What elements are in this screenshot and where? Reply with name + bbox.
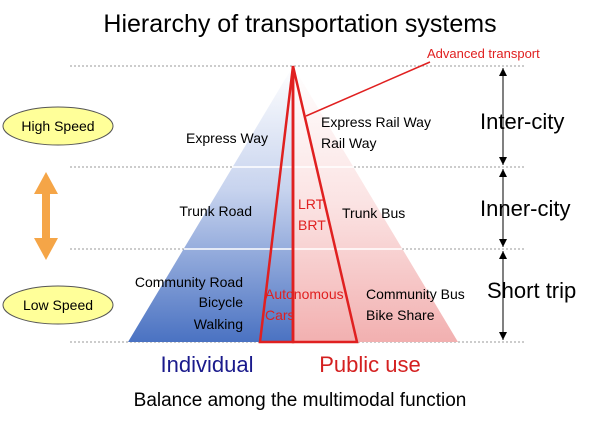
autonomous-label: Autonomous [265, 286, 344, 302]
walking-label: Walking [194, 316, 243, 332]
express-way-label: Express Way [186, 130, 268, 146]
inter-city-label: Inter-city [480, 109, 564, 134]
community-road-label: Community Road [135, 274, 243, 290]
bike-share-label: Bike Share [366, 307, 435, 323]
high-speed-bubble [2, 106, 114, 146]
cars-label: Cars [265, 307, 295, 323]
public-use-category-label: Public use [319, 352, 421, 377]
trunk-road-label: Trunk Road [179, 203, 252, 219]
tier-bracket-inter-city [499, 68, 507, 165]
high-speed-label: High Speed [21, 118, 94, 134]
bicycle-label: Bicycle [199, 294, 244, 310]
low-speed-bubble [2, 285, 114, 325]
low-speed-label: Low Speed [23, 297, 93, 313]
inner-city-label: Inner-city [480, 196, 570, 221]
lrt-label: LRT [298, 196, 325, 212]
advanced-transport-label: Advanced transport [427, 46, 540, 61]
brt-label: BRT [298, 217, 326, 233]
pyramid-right-public [293, 66, 458, 342]
trunk-bus-label: Trunk Bus [342, 205, 405, 221]
pyramid-left-individual [128, 66, 293, 342]
express-rail-way-label: Express Rail Way [321, 114, 431, 130]
rail-way-label: Rail Way [321, 135, 377, 151]
community-bus-label: Community Bus [366, 286, 465, 302]
diagram-title: Hierarchy of transportation systems [103, 10, 496, 38]
tier-bracket-short-trip [499, 251, 507, 340]
diagram-subtitle: Balance among the multimodal function [134, 390, 467, 411]
short-trip-label: Short trip [487, 278, 576, 303]
advanced-transport-pointer [305, 61, 431, 117]
tier-bracket-inner-city [499, 169, 507, 247]
speed-double-arrow-icon [34, 172, 58, 260]
individual-category-label: Individual [161, 352, 254, 377]
